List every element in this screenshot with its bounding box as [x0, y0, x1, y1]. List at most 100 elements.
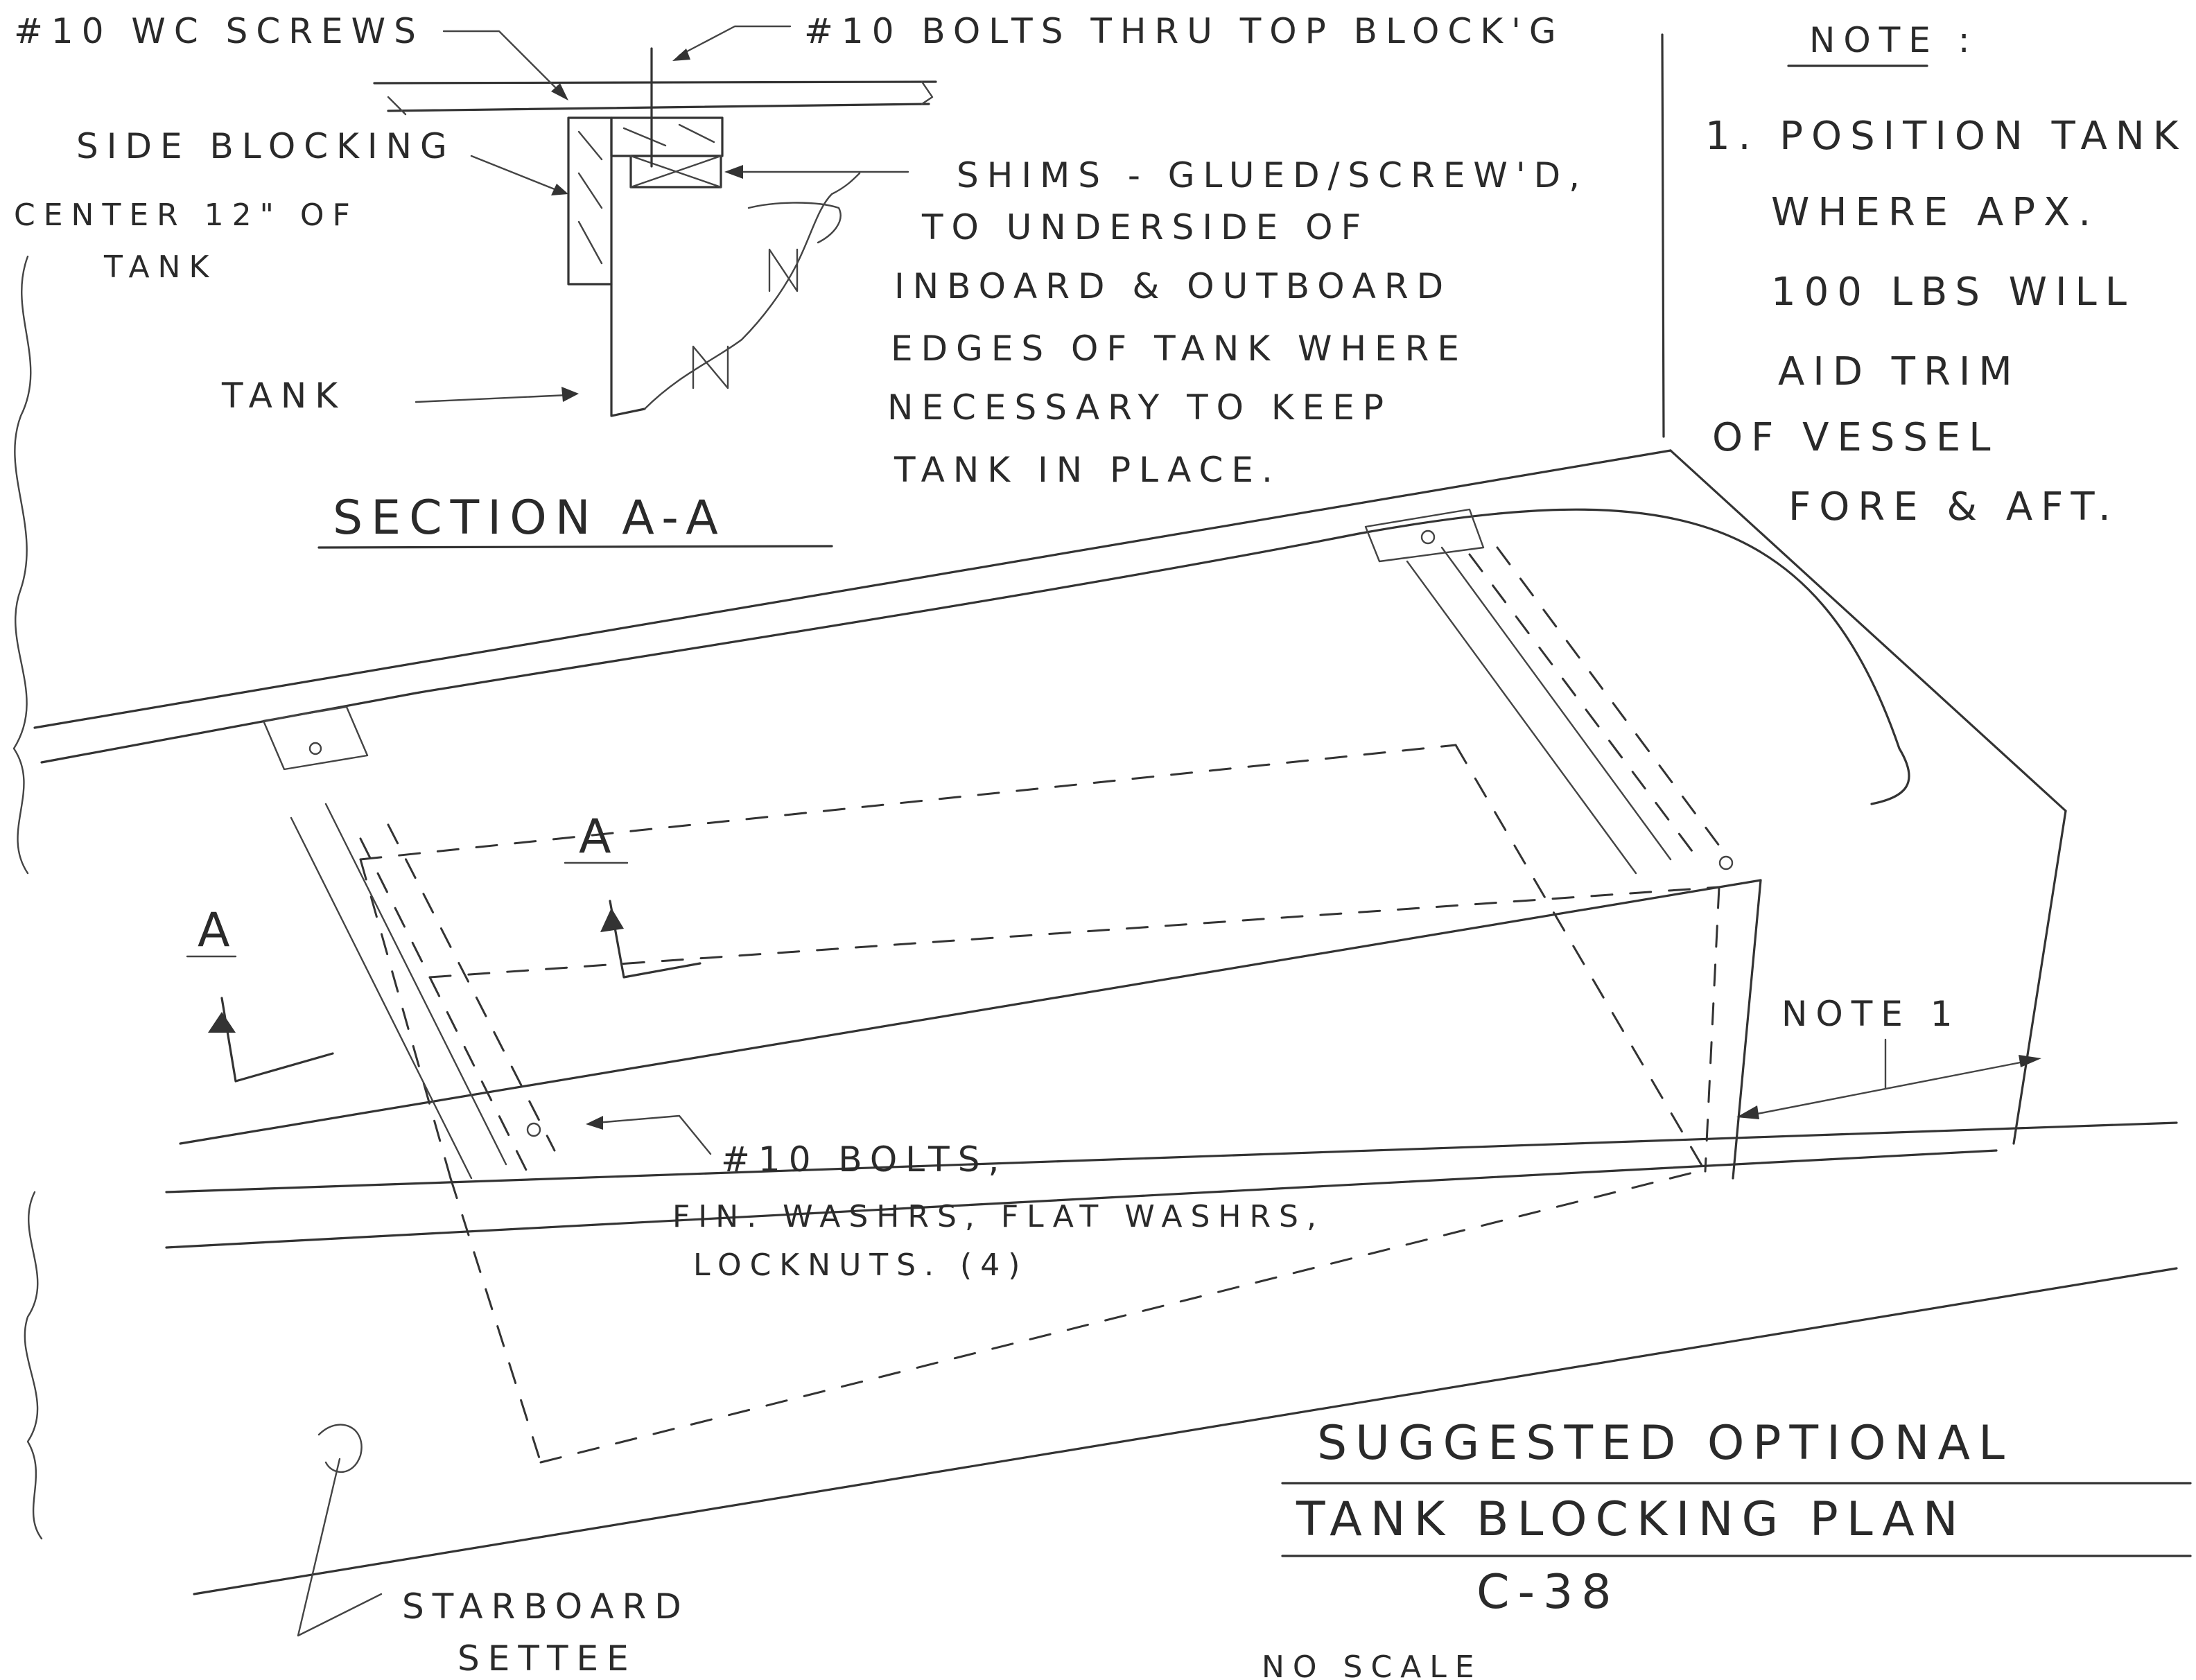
note-line: OF VESSEL [1712, 415, 1998, 460]
tank-outline-bottom [539, 1170, 1700, 1464]
callout-center: CENTER 12" OF [14, 198, 358, 233]
section-cut-marker: A A [186, 810, 702, 1083]
strap-top-plate [1364, 508, 1485, 563]
strap-edge [290, 816, 473, 1180]
settee-front-drop [1732, 879, 1762, 1180]
settee-inner-left [40, 692, 417, 764]
tank-outline-right-vertical [1704, 886, 1720, 1173]
tank-outline-left-slant [359, 858, 452, 1180]
side-blocking-grain [577, 130, 603, 265]
shim [629, 155, 722, 189]
arrowhead-wc-screws [551, 83, 568, 100]
tank-outline-left-vertical [449, 1177, 542, 1464]
title-line-1: SUGGESTED OPTIONAL [1317, 1416, 2013, 1471]
settee-back-edge [33, 449, 1672, 729]
deck-top-line [373, 80, 937, 85]
dimension-arrowhead-right [2019, 1055, 2041, 1067]
note-line: 100 LBS WILL [1771, 270, 2135, 315]
strap-hidden-edge [387, 823, 556, 1152]
tank-outline-right-slant [1454, 744, 1707, 1173]
note-line: FORE & AFT. [1788, 484, 2119, 530]
title-block: SUGGESTED OPTIONAL TANK BLOCKING PLAN C-… [1262, 1416, 2192, 1680]
settee-front-edge-top [179, 879, 1762, 1145]
bolt-hole [526, 1122, 541, 1137]
note-line: AID TRIM [1778, 349, 2021, 394]
settee-inner-back [415, 508, 1910, 805]
side-blocking [567, 116, 613, 286]
settee-right-vertical [2012, 810, 2067, 1145]
tank-outline-top-front [428, 886, 1720, 979]
arrowhead-tank [561, 387, 579, 402]
starboard-label: STARBOARD [402, 1586, 690, 1627]
starboard-label: SETTEE [458, 1638, 637, 1679]
bolts-callout-line: LOCKNUTS. (4) [693, 1248, 1028, 1283]
break-line-left [12, 255, 32, 875]
bolts-callout: #10 BOLTS, FIN. WASHRS, FLAT WASHRS, LOC… [586, 1114, 1325, 1283]
section-title-underline [317, 545, 833, 549]
tank-break-n2 [692, 345, 729, 390]
note-ref-label: NOTE 1 [1781, 994, 1961, 1034]
section-marker-right: A [579, 810, 620, 864]
section-title: SECTION A-A [333, 491, 726, 545]
starboard-hook [317, 1424, 363, 1473]
strap-hidden-edge [359, 837, 528, 1173]
bolts-callout-line: FIN. WASHRS, FLAT WASHRS, [672, 1199, 1325, 1234]
strap-edge [1406, 560, 1637, 875]
settee-front-edge [165, 1121, 2178, 1193]
section-marker-left: A [198, 903, 238, 958]
blocking-strap-left [262, 706, 556, 1180]
section-cut-right-leg [609, 900, 702, 979]
settee-floor-edge [193, 1267, 2178, 1595]
break-line-left-lower [24, 1191, 43, 1540]
drawing-number: C-38 [1476, 1565, 1620, 1620]
dimension-line [1745, 1059, 2032, 1117]
bolt-hole [1420, 530, 1436, 545]
arrowhead-side-blocking [551, 184, 568, 195]
note-1-dimension: NOTE 1 [1736, 994, 2041, 1119]
callout-center-tank: TANK [103, 250, 217, 285]
section-cut-arrowhead-right [600, 908, 624, 932]
note-line: 1. POSITION TANK [1705, 114, 2186, 159]
tank-break-n [768, 248, 799, 292]
arrowhead-bolts-top [672, 49, 690, 61]
leader-bolts [595, 1114, 712, 1155]
shims-note-line: TANK IN PLACE. [894, 450, 1281, 490]
tank-wall [610, 283, 646, 417]
note-heading: NOTE : [1809, 20, 1978, 60]
leader-bolts-top [678, 25, 792, 57]
bolt-hole [308, 742, 322, 755]
starboard-label-group: STARBOARD SETTEE [297, 1424, 690, 1679]
arrowhead-shims [724, 165, 743, 179]
dimension-arrowhead-left [1736, 1105, 1759, 1119]
callout-wc-screws: #10 WC SCREWS [14, 11, 424, 51]
callout-bolts-top: #10 BOLTS THRU TOP BLOCK'G [804, 11, 1565, 51]
deck-left-end [387, 96, 407, 116]
tank-break [643, 172, 861, 410]
deck-right-end [921, 80, 934, 105]
top-block-grain [622, 123, 715, 147]
leader-tank [415, 394, 570, 403]
section-a-a-detail: #10 WC SCREWS #10 BOLTS THRU TOP BLOCK'G… [14, 11, 1580, 549]
shims-note-line: TO UNDERSIDE OF [921, 207, 1369, 247]
deck-under-line [387, 103, 930, 112]
section-cut-left-leg [220, 997, 334, 1083]
callout-side-blocking: SIDE BLOCKING [76, 126, 455, 166]
strap-edge [324, 803, 507, 1166]
plan-view: A A NOTE 1 #10 BOLTS, FIN. WASHRS, FLAT … [12, 255, 2178, 1679]
callout-tank: TANK [221, 376, 346, 416]
strap-hidden-edge [1468, 553, 1700, 861]
starboard-leader [297, 1458, 383, 1637]
note-divider [1661, 33, 1665, 438]
strap-edge [1440, 546, 1672, 861]
bolt-hole [1718, 855, 1734, 870]
tank-outline-back [359, 744, 1457, 861]
settee-base-edge [165, 1149, 1998, 1249]
scale-note: NO SCALE [1262, 1650, 1483, 1680]
strap-top-plate [262, 706, 369, 771]
settee-back-right [1669, 449, 2067, 812]
note-line: WHERE APX. [1771, 190, 2099, 235]
bolts-callout-line: #10 BOLTS, [721, 1139, 1007, 1180]
top-block [610, 116, 724, 157]
note-block: NOTE : 1. POSITION TANK WHERE APX. 100 L… [1661, 20, 2186, 530]
title-line-2: TANK BLOCKING PLAN [1296, 1492, 1967, 1547]
